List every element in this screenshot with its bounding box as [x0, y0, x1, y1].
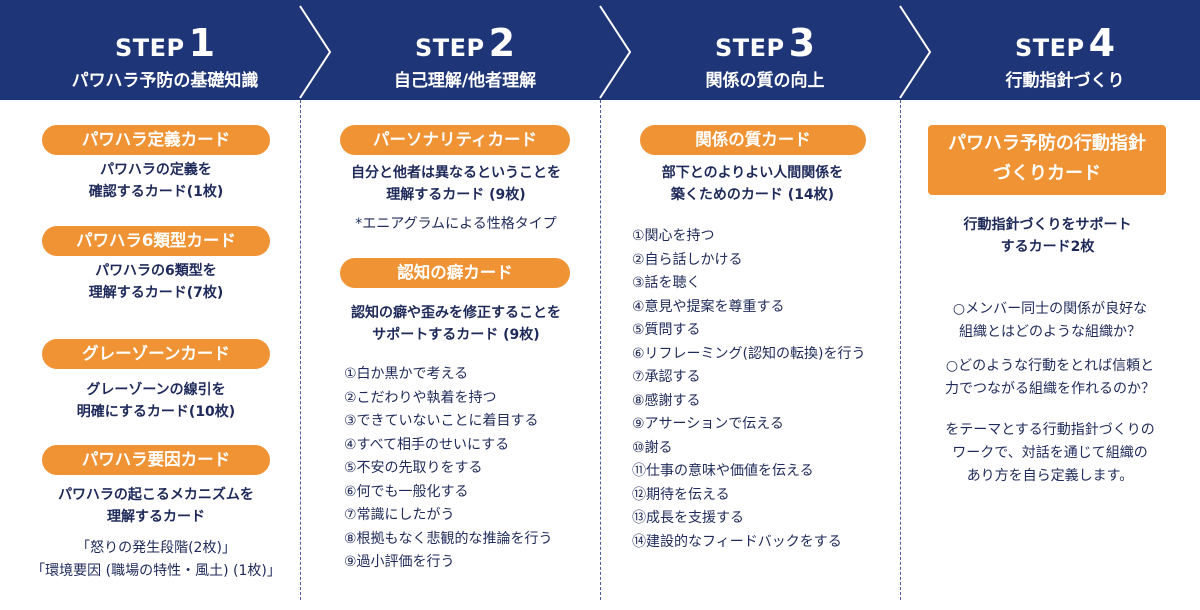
card-description: 行動指針づくりをサポート するカード2枚: [900, 214, 1195, 258]
list-item: ④すべて相手のせいにする: [344, 436, 510, 453]
list-item: ⑩謝る: [632, 439, 673, 456]
theme-question-1: ○メンバー同士の関係が良好な 組織とはどのような組織か？: [900, 298, 1200, 344]
step-number: 2: [488, 21, 516, 65]
card-title-line: づくりカード: [993, 163, 1101, 184]
desc-line: 理解するカード: [107, 509, 205, 525]
desc-line: パワハラの定義を: [100, 162, 212, 178]
card-description: 自分と他者は異なるということを 理解するカード (9枚): [300, 162, 612, 206]
card-description: パワハラの6類型を 理解するカード(7枚): [0, 260, 312, 304]
desc-line: 部下とのよりよい人間関係を: [661, 165, 844, 181]
header-band: [0, 0, 1200, 100]
step-label: STEP: [1014, 34, 1085, 62]
list-item: ⑥リフレーミング(認知の転換)を行う: [632, 345, 866, 362]
desc-line: 理解するカード (9枚): [386, 187, 526, 203]
closing-line: あり方を自ら定義します。: [966, 468, 1134, 484]
card-description: パワハラの起こるメカニズムを 理解するカード: [0, 484, 312, 528]
card-description: パワハラの定義を 確認するカード(1枚): [0, 159, 312, 203]
card-pill-gray-zone: グレーゾーンカード: [42, 339, 270, 369]
step-subtitle: 行動指針づくり: [1005, 71, 1125, 91]
list-item: ①関心を持つ: [632, 228, 715, 244]
desc-line: するカード2枚: [1000, 239, 1095, 255]
step-3-column: 関係の質カード 部下とのよりよい人間関係を 築くためのカード (14枚) ①関心…: [600, 100, 900, 610]
list-item: ⑨過小評価を行う: [344, 554, 455, 570]
list-item: ⑭建設的なフィードバックをする: [632, 533, 842, 550]
closing-line: ワークで、対話を通じて組織の: [952, 445, 1148, 461]
card-pill-factors: パワハラ要因カード: [42, 445, 270, 475]
desc-line: パワハラの起こるメカニズムを: [58, 487, 254, 503]
card-title-line: パワハラ予防の行動指針: [948, 133, 1146, 154]
closing-line: をテーマとする行動指針づくりの: [945, 422, 1155, 438]
step-4-column: パワハラ予防の行動指針 づくりカード 行動指針づくりをサポート するカード2枚 …: [900, 100, 1200, 610]
step-label: STEP: [714, 34, 785, 62]
card-pill-six-types: パワハラ6類型カード: [42, 226, 270, 256]
step-label: STEP: [414, 34, 485, 62]
list-item: ⑦承認する: [632, 369, 701, 385]
cognitive-bias-list: ①白か黒かで考える ②こだわりや執着を持つ ③できていないことに着目する ④すべ…: [344, 363, 553, 575]
card-pill-definition: パワハラ定義カード: [42, 125, 270, 155]
question-line: 組織とはどのような組織か？: [959, 324, 1141, 340]
list-item: ⑤質問する: [632, 322, 701, 338]
step-subtitle: パワハラ予防の基礎知識: [71, 71, 259, 91]
step-number: 3: [788, 21, 816, 65]
desc-line: パワハラの6類型を: [95, 263, 217, 279]
list-item: ③できていないことに着目する: [344, 413, 539, 429]
column-divider: [300, 100, 301, 600]
list-item: ⑧根拠もなく悲観的な推論を行う: [344, 530, 553, 547]
step-subtitle: 関係の質の向上: [705, 71, 825, 91]
list-item: ⑬成長を支援する: [632, 510, 744, 526]
card-pill-personality: パーソナリティカード: [340, 125, 570, 155]
step-2-column: パーソナリティカード 自分と他者は異なるということを 理解するカード (9枚) …: [300, 100, 600, 610]
desc-line: 確認するカード(1枚): [88, 184, 224, 200]
desc-line: 行動指針づくりをサポート: [963, 217, 1132, 233]
card-description: グレーゾーンの線引を 明確にするカード(10枚): [0, 379, 312, 423]
step-number: 4: [1088, 21, 1116, 65]
card-pill-relationship-quality: 関係の質カード: [640, 125, 866, 155]
question-line: ○どのような行動をとれば信頼と: [945, 358, 1155, 374]
closing-text: をテーマとする行動指針づくりの ワークで、対話を通じて組織の あり方を自ら定義し…: [900, 419, 1200, 488]
list-item: ①白か黒かで考える: [344, 366, 469, 382]
step-subtitle: 自己理解/他者理解: [393, 71, 537, 91]
desc-line: サポートするカード (9枚): [372, 327, 540, 343]
column-divider: [600, 100, 601, 600]
list-item: ②こだわりや執着を持つ: [344, 389, 497, 406]
card-pill-cognitive-bias: 認知の癖カード: [340, 258, 570, 288]
note-line: 「環境要因 (職場の特性・風土) (1枚)」: [31, 563, 281, 579]
desc-line: 理解するカード(7枚): [88, 285, 224, 301]
list-item: ⑪仕事の意味や価値を伝える: [632, 463, 814, 479]
card-note: *エニアグラムによる性格タイプ: [355, 216, 557, 232]
list-item: ⑨アサーションで伝える: [632, 416, 784, 432]
list-item: ②自ら話しかける: [632, 251, 743, 268]
question-line: 力でつながる組織を作れるのか？: [945, 381, 1155, 397]
list-item: ③話を聴く: [632, 275, 701, 291]
desc-line: 自分と他者は異なるということを: [351, 165, 561, 181]
list-item: ⑤不安の先取りをする: [344, 460, 483, 476]
desc-line: 認知の癖や歪みを修正することを: [351, 305, 561, 321]
list-item: ④意見や提案を尊重する: [632, 298, 785, 315]
step-1-column: パワハラ定義カード パワハラの定義を 確認するカード(1枚) パワハラ6類型カー…: [0, 100, 300, 610]
card-description: 部下とのよりよい人間関係を 築くためのカード (14枚): [600, 162, 905, 206]
theme-question-2: ○どのような行動をとれば信頼と 力でつながる組織を作れるのか？: [900, 355, 1200, 401]
card-notes: 「怒りの発生段階(2枚)」 「環境要因 (職場の特性・風土) (1枚)」: [0, 537, 312, 583]
relationship-action-list: ①関心を持つ ②自ら話しかける ③話を聴く ④意見や提案を尊重する ⑤質問する …: [632, 225, 865, 554]
desc-line: 築くためのカード (14枚): [670, 187, 835, 203]
card-description: 認知の癖や歪みを修正することを サポートするカード (9枚): [300, 302, 612, 346]
list-item: ⑥何でも一般化する: [344, 483, 469, 500]
step-label: STEP: [114, 34, 185, 62]
step-number: 1: [188, 21, 216, 65]
column-divider: [900, 100, 901, 600]
card-box-action-guideline: パワハラ予防の行動指針 づくりカード: [928, 125, 1166, 195]
desc-line: 明確にするカード(10枚): [76, 404, 236, 420]
list-item: ⑦常識にしたがう: [344, 507, 455, 523]
list-item: ⑧感謝する: [632, 392, 701, 409]
list-item: ⑫期待を伝える: [632, 486, 730, 503]
question-line: ○メンバー同士の関係が良好な: [952, 301, 1148, 317]
note-line: 「怒りの発生段階(2枚)」: [76, 540, 236, 556]
desc-line: グレーゾーンの線引を: [86, 382, 226, 398]
